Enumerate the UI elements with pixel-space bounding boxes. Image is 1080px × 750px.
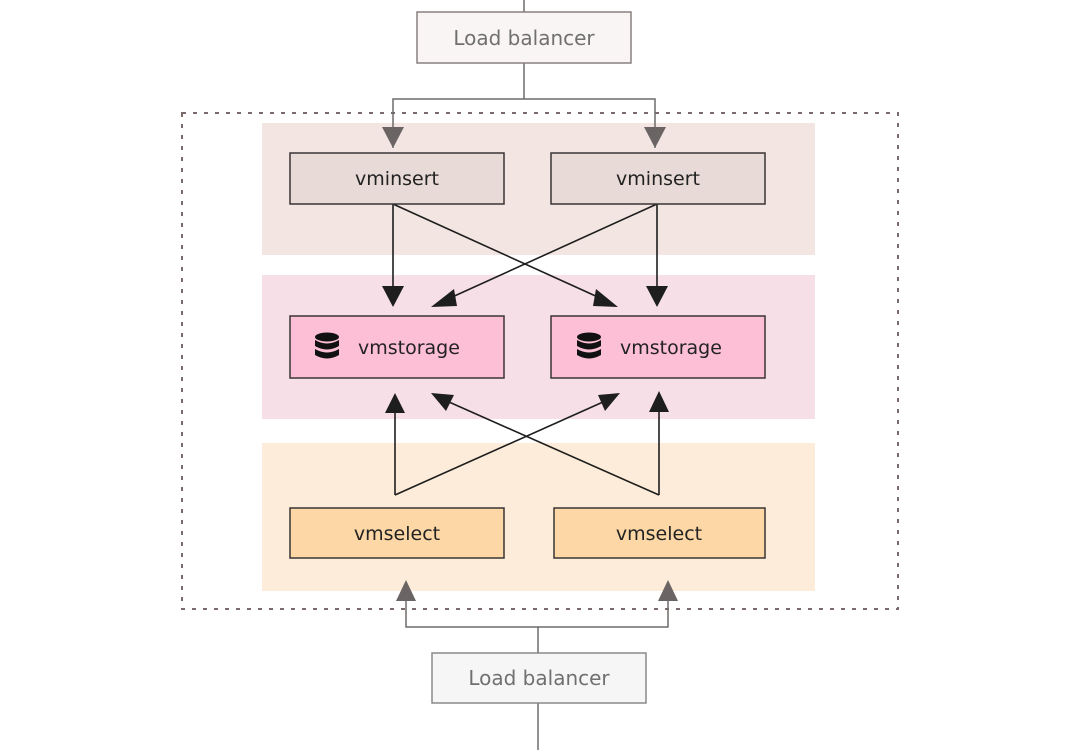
vmstorage-node-2-label: vmstorage <box>620 337 722 359</box>
vmstorage-node-1-label: vmstorage <box>358 337 460 359</box>
insert-to-storage-edges <box>392 203 658 299</box>
lb-top-connectors <box>392 0 656 148</box>
vminsert-node-1-label: vminsert <box>355 168 439 190</box>
vmselect-node-1-label: vmselect <box>354 523 440 545</box>
arrow-head-vmselect-2-vmstorage-2 <box>649 391 669 412</box>
lb-bottom-connectors <box>405 583 669 750</box>
vminsert-node-2-label: vminsert <box>616 168 700 190</box>
arrow-head-vminsert-1-vmstorage-2 <box>593 289 618 307</box>
arrow-head-vmselect-1-vmstorage-2 <box>598 393 620 411</box>
arrow-head-vmselect-1-vmstorage-1 <box>385 393 405 413</box>
arrow-head-lb-top-vminsert-2 <box>644 127 666 148</box>
arrow-head-vmselect-2-vmstorage-1 <box>431 393 454 411</box>
vminsert-node-1: vminsert <box>289 152 505 205</box>
arrow-head-lb-top-vminsert-1 <box>382 127 404 148</box>
vmstorage-node-1: vmstorage <box>289 315 505 379</box>
arrow-head-vminsert-2-vmstorage-1 <box>431 289 457 307</box>
vmselect-node-1: vmselect <box>289 507 505 559</box>
vmstorage-node-2: vmstorage <box>550 315 766 379</box>
arrow-head-lb-bottom-vmselect-1 <box>396 580 416 601</box>
vmselect-node-2-label: vmselect <box>616 523 702 545</box>
arrow-head-lb-bottom-vmselect-2 <box>658 580 678 601</box>
arrow-head-vminsert-1-vmstorage-1 <box>382 286 404 307</box>
vmselect-node-2: vmselect <box>553 507 766 559</box>
database-icon <box>315 332 339 359</box>
select-to-storage-edges <box>394 401 660 496</box>
load-balancer-bottom: Load balancer <box>431 652 647 704</box>
database-icon <box>577 332 601 359</box>
load-balancer-bottom-label: Load balancer <box>468 666 610 690</box>
load-balancer-top: Load balancer <box>416 11 632 64</box>
arrow-head-vminsert-2-vmstorage-2 <box>646 286 668 307</box>
vminsert-node-2: vminsert <box>550 152 766 205</box>
load-balancer-top-label: Load balancer <box>453 26 595 50</box>
